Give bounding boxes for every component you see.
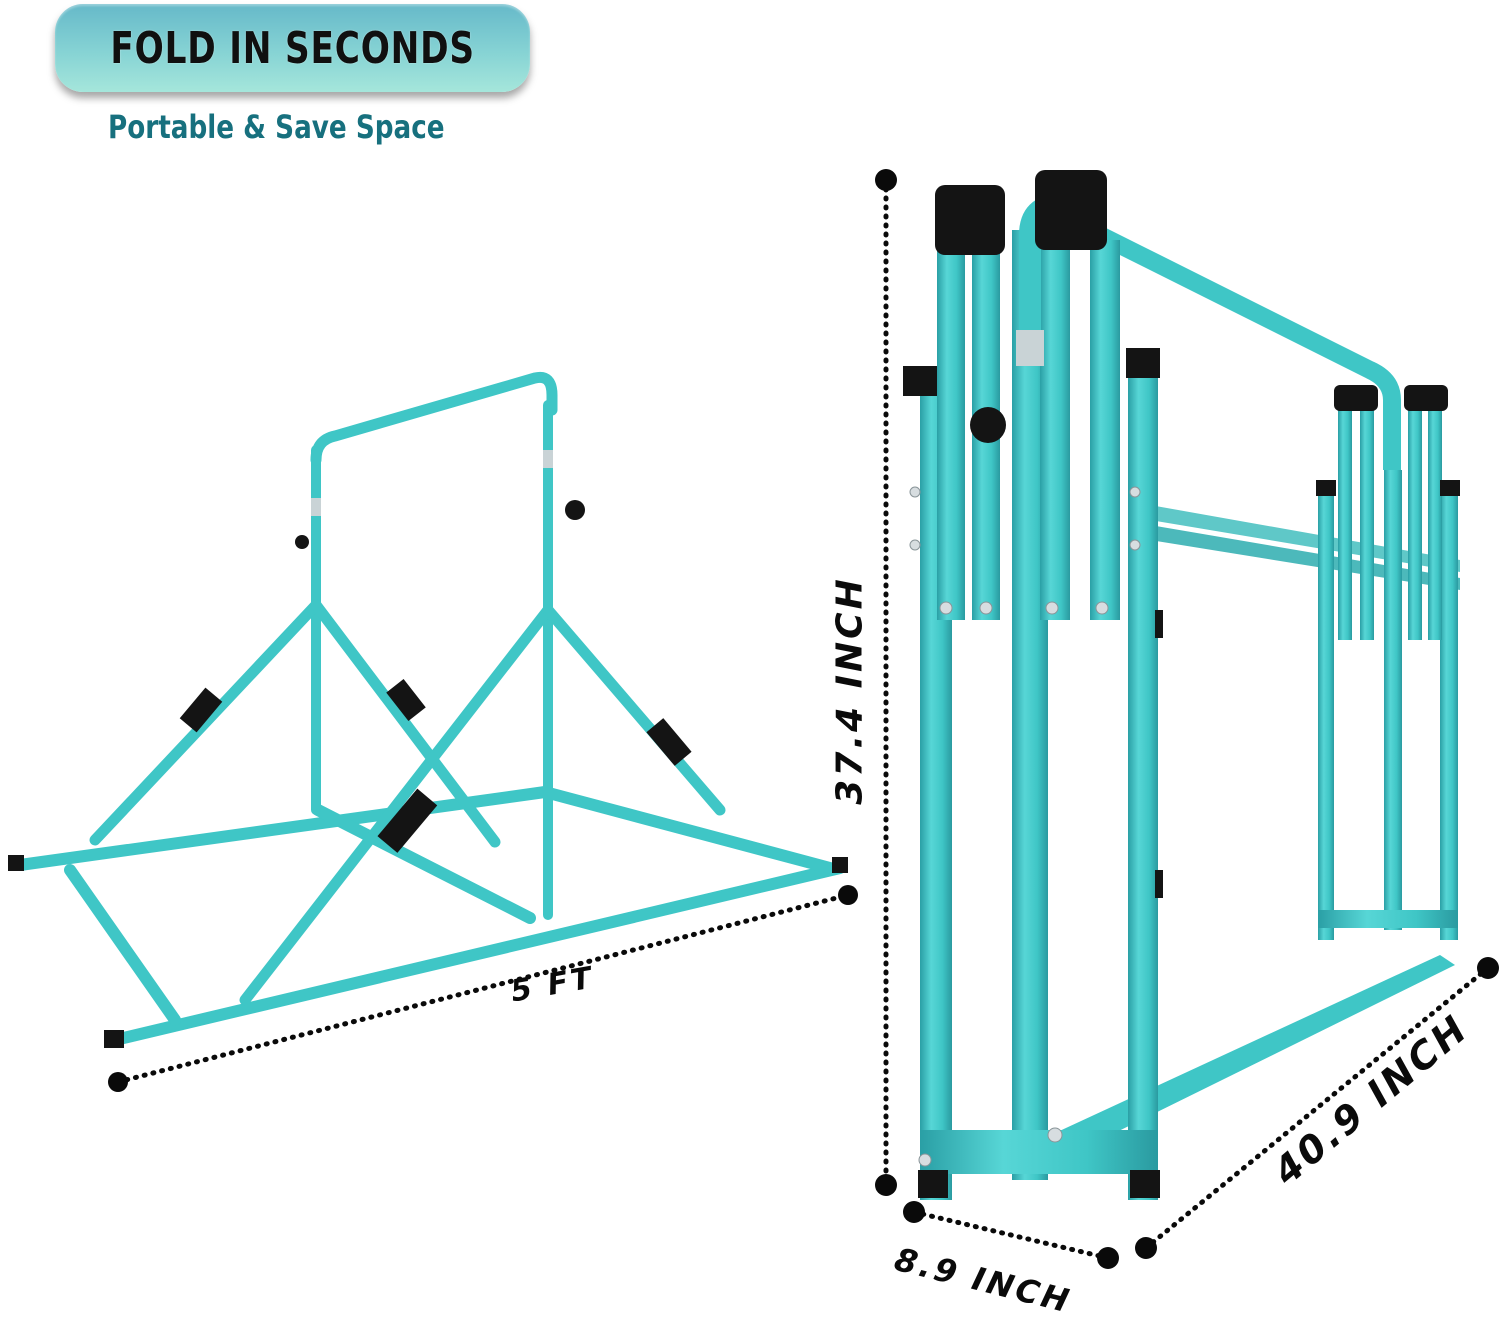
folded-bar-illustration [903, 170, 1460, 1200]
height-label: 37.4 INCH [829, 576, 871, 805]
depth-dimension-line [903, 1201, 1119, 1269]
unfolded-bar-illustration [8, 371, 848, 1048]
fold-in-seconds-badge: FOLD IN SECONDS [55, 4, 530, 92]
width-dimension-line [1135, 957, 1499, 1259]
subtitle: Portable & Save Space [108, 108, 445, 146]
length-dimension-line [108, 885, 858, 1092]
height-dimension-line [875, 169, 897, 1196]
badge-title: FOLD IN SECONDS [110, 22, 475, 74]
